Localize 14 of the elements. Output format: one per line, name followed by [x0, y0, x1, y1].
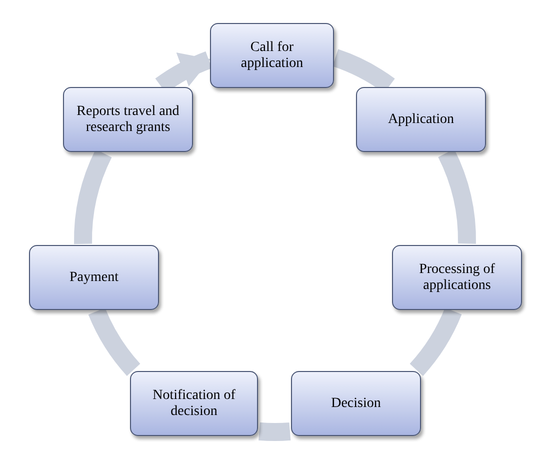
process-box	[392, 245, 522, 310]
process-box	[356, 87, 486, 152]
step-label: Reports travel and research grants	[76, 104, 180, 136]
step-label: Application	[388, 112, 454, 128]
process-box	[210, 23, 334, 88]
step-label: Payment	[70, 270, 118, 286]
process-box	[130, 371, 258, 436]
process-box	[29, 245, 159, 310]
process-box	[63, 87, 193, 152]
step-label: Decision	[331, 396, 381, 412]
step-label: Processing of applications	[418, 262, 496, 294]
step-label: Call for application	[240, 40, 304, 72]
process-box	[291, 371, 421, 436]
step-label: Notification of decision	[152, 388, 236, 420]
